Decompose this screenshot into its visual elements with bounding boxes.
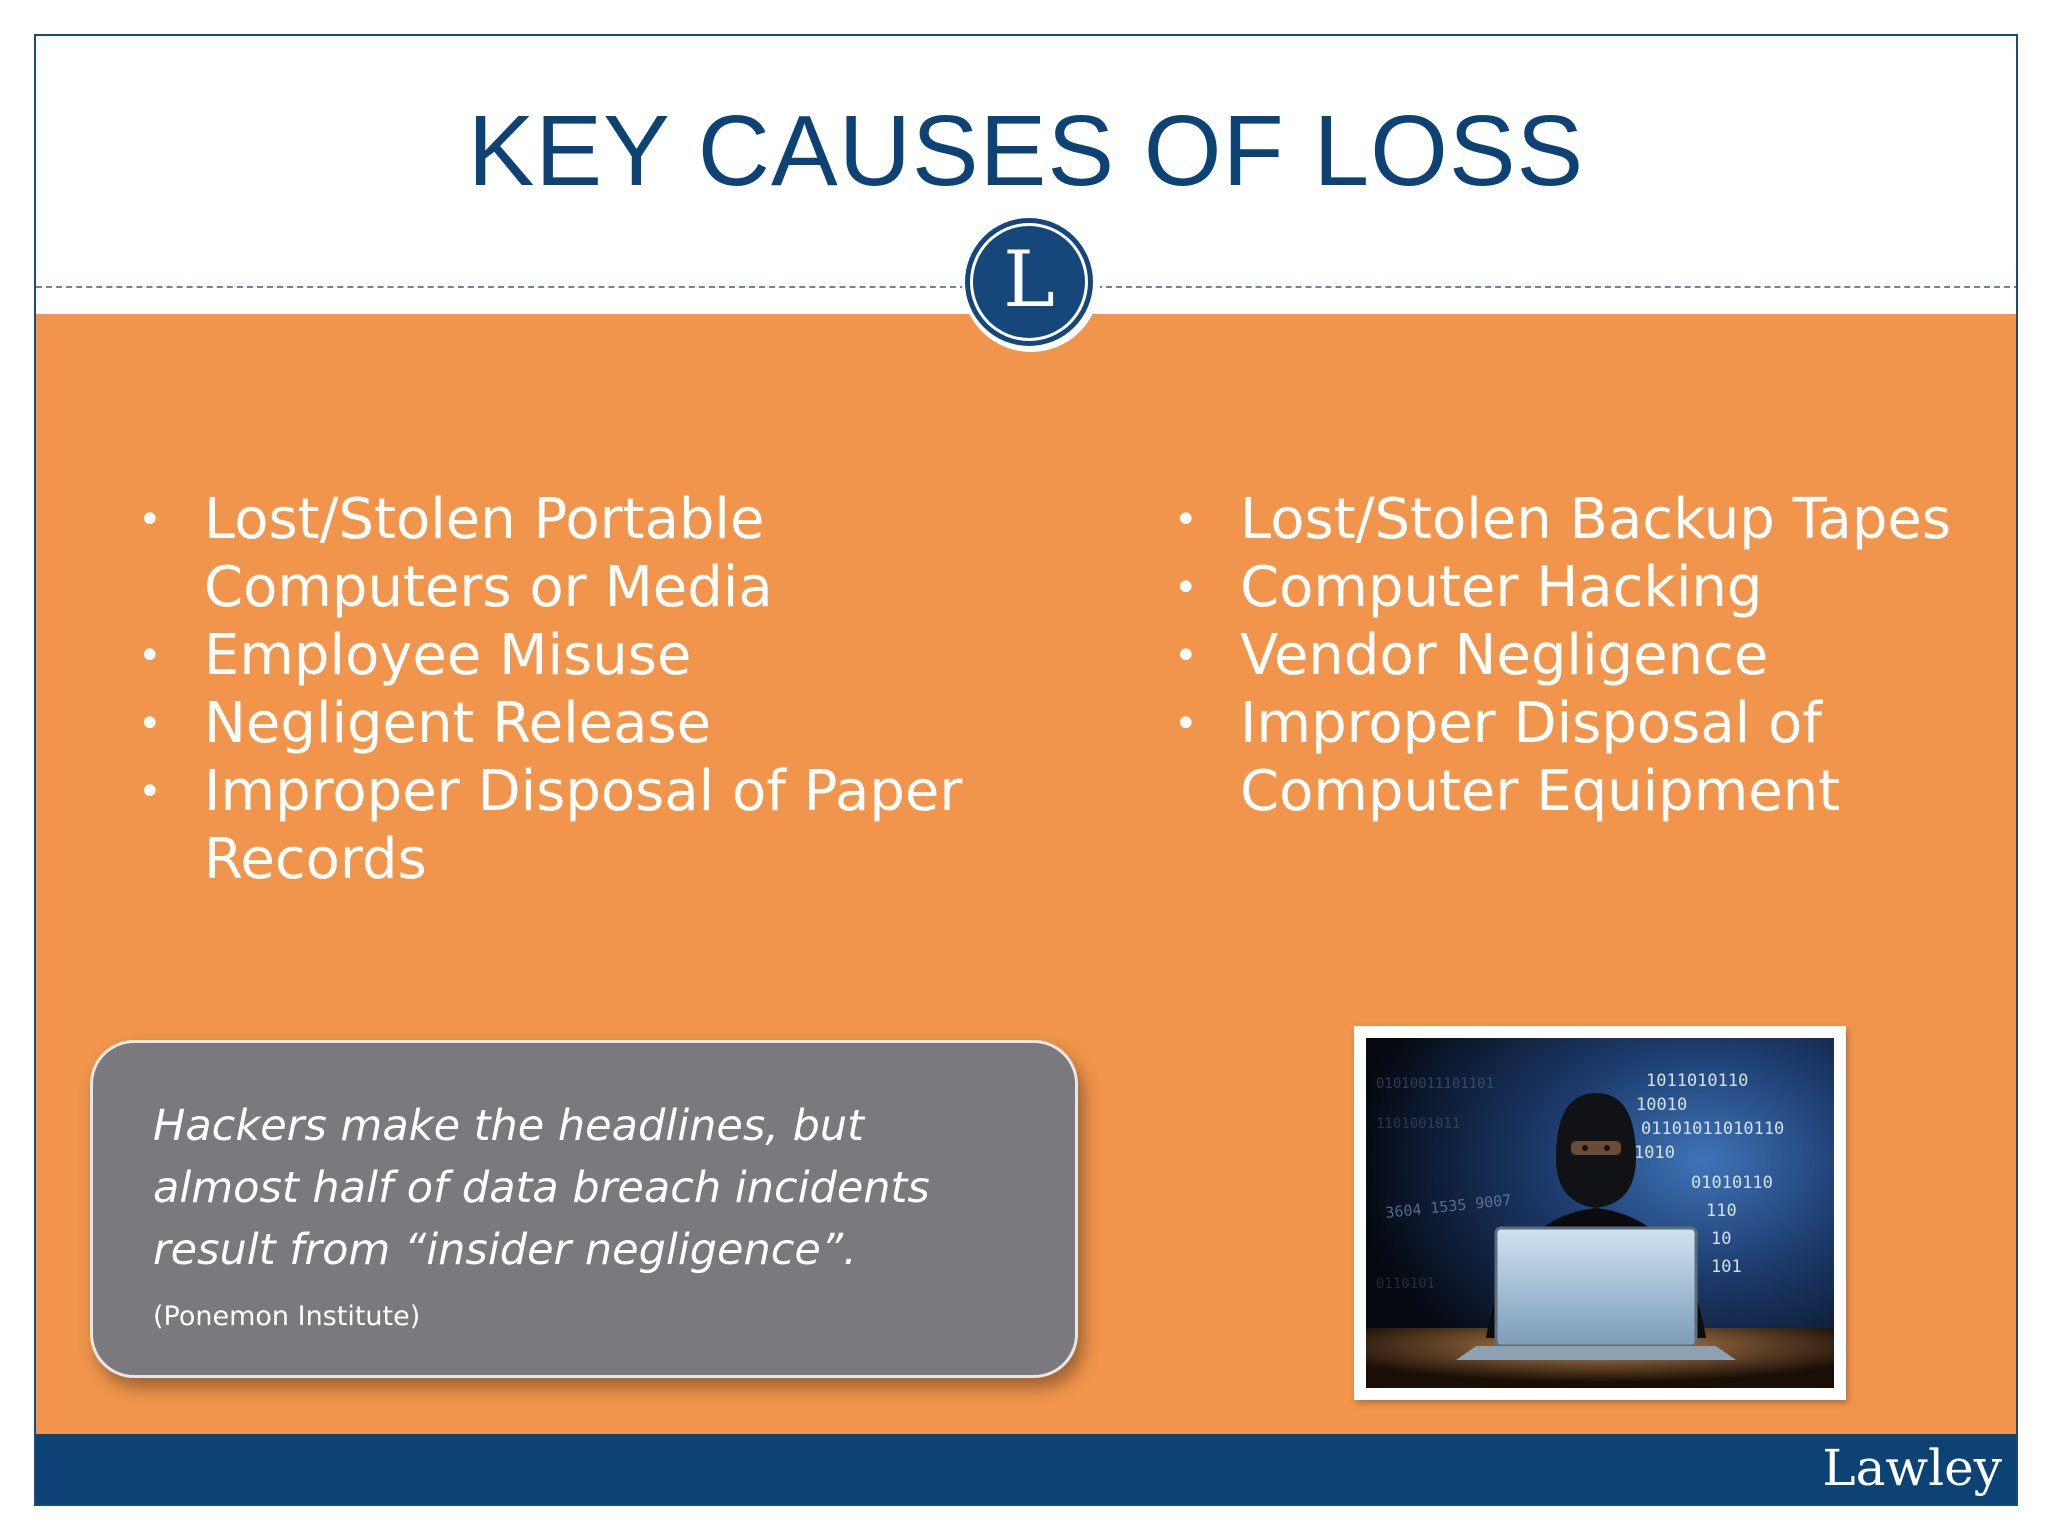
bullet-list-left: • Lost/Stolen Portable Computers or Media… [136, 486, 1036, 894]
svg-text:01010011101101: 01010011101101 [1376, 1076, 1494, 1092]
binary-line: 01101011010110 [1641, 1119, 1784, 1139]
quote-callout: Hackers make the headlines, but almost h… [90, 1040, 1078, 1378]
quote-source: (Ponemon Institute) [153, 1301, 421, 1332]
list-item-text: Lost/Stolen Portable Computers or Media [204, 487, 773, 620]
logo-letter: L [1003, 235, 1055, 325]
eye-slit [1571, 1141, 1621, 1155]
binary-line: 10010 [1636, 1095, 1687, 1115]
bullet-dot: • [1174, 633, 1198, 679]
svg-text:1101001011: 1101001011 [1376, 1116, 1460, 1132]
list-item-text: Improper Disposal of Computer Equipment [1240, 691, 1841, 824]
dashed-divider-left [36, 286, 966, 288]
hacker-photo: 01010011101101 1101001011 0110101 101101… [1354, 1026, 1846, 1400]
binary-line: 101 [1711, 1257, 1742, 1277]
binary-line: 10 [1711, 1229, 1731, 1249]
binary-line: 1011010110 [1646, 1071, 1748, 1091]
quote-text: Hackers make the headlines, but almost h… [153, 1101, 930, 1275]
list-item: • Improper Disposal of Computer Equipment [1172, 690, 1992, 826]
slide: KEY CAUSES OF LOSS • Lost/Stolen Portable… [34, 34, 2018, 1506]
list-item: • Improper Disposal of Paper Records [136, 758, 1036, 894]
footer-bar: Lawley [36, 1434, 2016, 1504]
laptop-screen [1494, 1226, 1698, 1348]
bullet-dot: • [138, 497, 162, 543]
binary-line: 01010110 [1691, 1173, 1773, 1193]
orange-content-panel: • Lost/Stolen Portable Computers or Media… [36, 314, 2016, 1438]
list-item: • Lost/Stolen Portable Computers or Media [136, 486, 1036, 622]
laptop-base [1456, 1346, 1736, 1360]
svg-text:0110101: 0110101 [1376, 1276, 1435, 1292]
list-item: • Vendor Negligence [1172, 622, 1992, 690]
list-item-text: Lost/Stolen Backup Tapes [1240, 487, 1952, 552]
hacker-illustration: 01010011101101 1101001011 0110101 101101… [1366, 1038, 1834, 1388]
dashed-divider-right [1096, 286, 2016, 288]
list-item: • Negligent Release [136, 690, 1036, 758]
list-item: • Employee Misuse [136, 622, 1036, 690]
bullet-dot: • [138, 633, 162, 679]
list-item-text: Negligent Release [204, 691, 712, 756]
bullet-dot: • [1174, 497, 1198, 543]
list-item-text: Employee Misuse [204, 623, 692, 688]
list-item: • Computer Hacking [1172, 554, 1992, 622]
binary-line: 1010 [1634, 1143, 1675, 1163]
list-item-text: Vendor Negligence [1240, 623, 1769, 688]
lawley-logo-badge: L [973, 226, 1085, 338]
slide-title: KEY CAUSES OF LOSS [467, 95, 1585, 207]
bullet-dot: • [138, 701, 162, 747]
list-item-text: Computer Hacking [1240, 555, 1763, 620]
binary-line: 110 [1706, 1201, 1737, 1221]
bullet-dot: • [1174, 565, 1198, 611]
bullet-dot: • [138, 769, 162, 815]
list-item-text: Improper Disposal of Paper Records [204, 759, 963, 892]
list-item: • Lost/Stolen Backup Tapes [1172, 486, 1992, 554]
bullet-dot: • [1174, 701, 1198, 747]
brand-wordmark: Lawley [1822, 1439, 2002, 1497]
bullet-list-right: • Lost/Stolen Backup Tapes • Computer Hack… [1172, 486, 1992, 826]
